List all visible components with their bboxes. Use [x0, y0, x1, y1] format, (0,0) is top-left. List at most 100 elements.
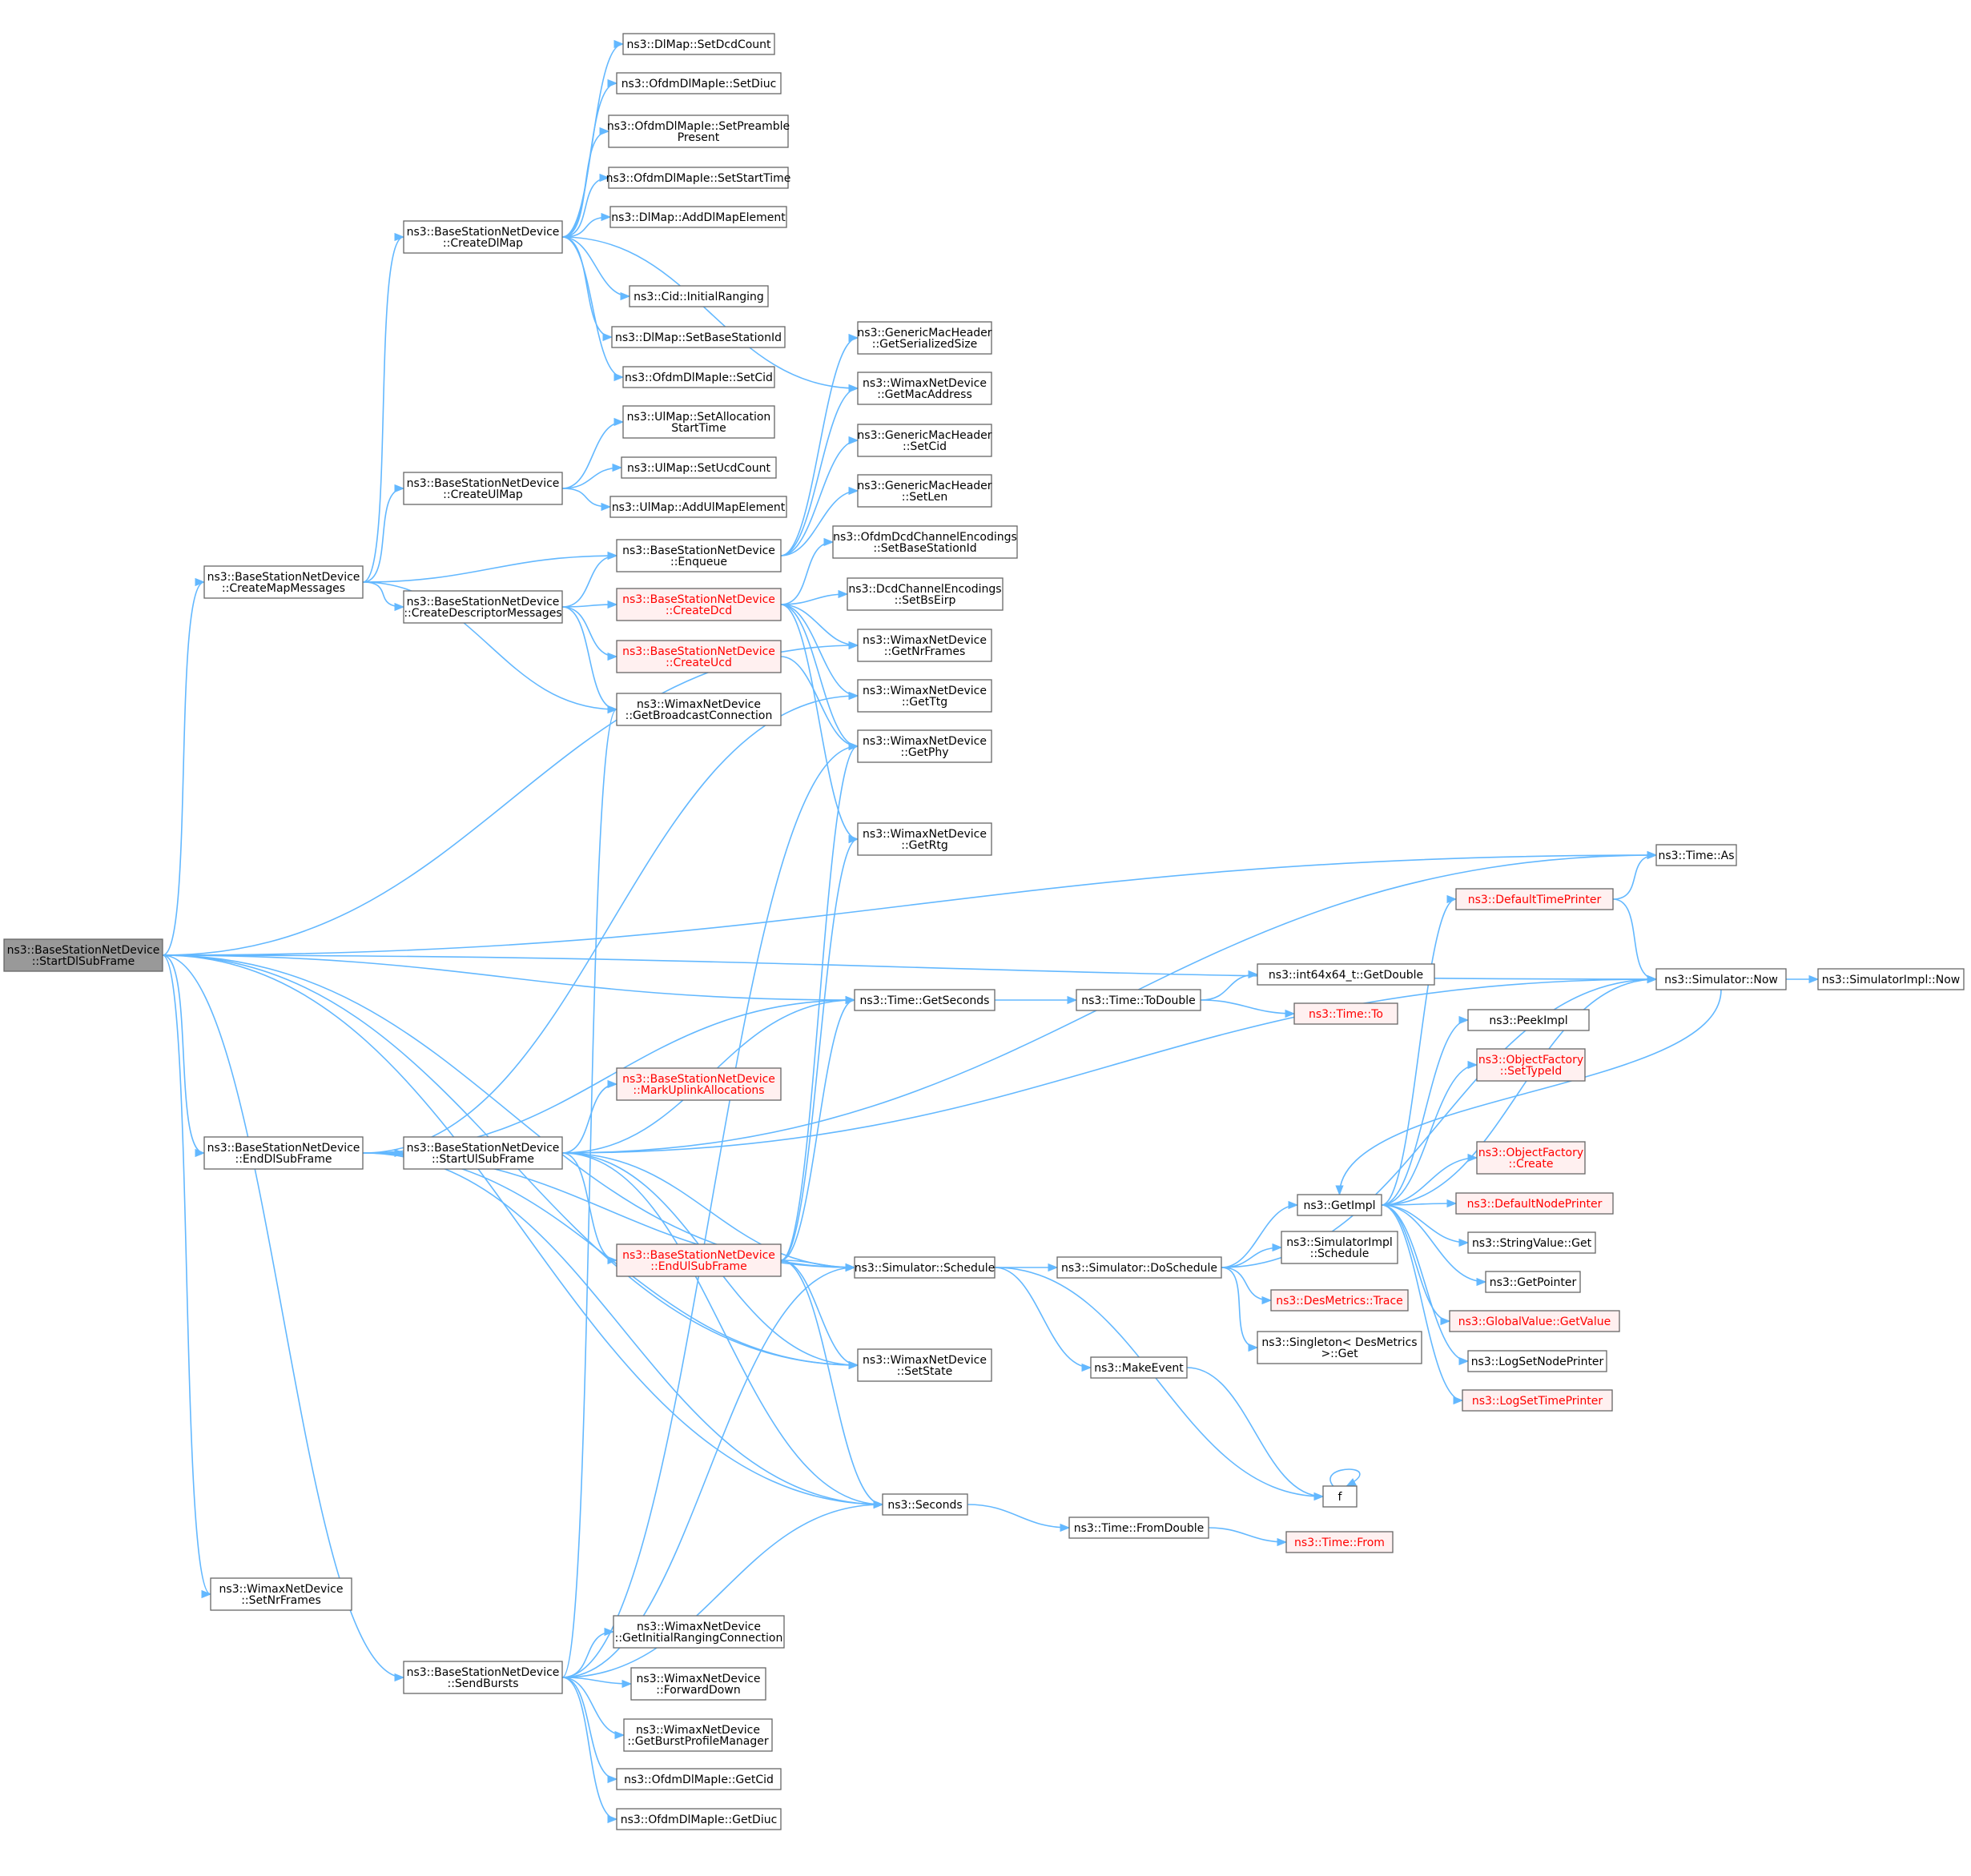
node-default-node-printer[interactable]: ns3::DefaultNodePrinter [1455, 1192, 1614, 1215]
edge-doSchedule-to-desTrace [1221, 1267, 1273, 1305]
node-time-to[interactable]: ns3::Time::To [1293, 1002, 1398, 1025]
node-set-cid-hdr[interactable]: ns3::GenericMacHeader::SetCid [857, 424, 992, 457]
edge-endUl-to-seconds [780, 1259, 884, 1509]
node-enqueue[interactable]: ns3::BaseStationNetDevice::Enqueue [616, 539, 782, 572]
node-time-as[interactable]: ns3::Time::As [1655, 844, 1737, 866]
node-get-impl[interactable]: ns3::GetImpl [1297, 1194, 1382, 1216]
node-label: ns3::LogSetNodePrinter [1471, 1356, 1604, 1368]
node-box [1817, 968, 1965, 990]
edge-enqueue-to-getMac [780, 384, 859, 556]
node-string-value-get[interactable]: ns3::StringValue::Get [1467, 1231, 1596, 1254]
node-get-burst-profile[interactable]: ns3::WimaxNetDevice::GetBurstProfileMana… [623, 1718, 773, 1752]
node-impl-now[interactable]: ns3::SimulatorImpl::Now [1817, 968, 1965, 990]
node-get-ttg[interactable]: ns3::WimaxNetDevice::GetTtg [857, 679, 992, 713]
node-from-double[interactable]: ns3::Time::FromDouble [1068, 1516, 1209, 1539]
node-get-pointer[interactable]: ns3::GetPointer [1485, 1271, 1581, 1293]
node-create-ucd[interactable]: ns3::BaseStationNetDevice::CreateUcd [616, 640, 782, 673]
node-start-ul[interactable]: ns3::BaseStationNetDevice::StartUlSubFra… [403, 1136, 563, 1170]
node-label: ns3::WimaxNetDevice [637, 1673, 761, 1685]
node-global-get-value[interactable]: ns3::GlobalValue::GetValue [1449, 1310, 1620, 1332]
node-box [616, 588, 782, 621]
node-seconds[interactable]: ns3::Seconds [882, 1493, 968, 1516]
node-create-dl-map[interactable]: ns3::BaseStationNetDevice::CreateDlMap [403, 220, 563, 254]
edge-createMap-to-enqueue [362, 551, 618, 583]
node-box [857, 629, 992, 662]
node-root[interactable]: ns3::BaseStationNetDevice::StartDlSubFra… [3, 938, 163, 972]
node-get-seconds[interactable]: ns3::Time::GetSeconds [854, 989, 996, 1011]
node-label: ns3::GenericMacHeader [857, 480, 992, 492]
edge-seconds-to-fromDouble [967, 1504, 1071, 1533]
node-get-double-int[interactable]: ns3::int64x64_t::GetDouble [1257, 963, 1435, 986]
node-get-init-ranging[interactable]: ns3::WimaxNetDevice::GetInitialRangingCo… [613, 1615, 785, 1649]
node-label: ::MarkUplinkAllocations [633, 1084, 764, 1097]
node-default-time-printer[interactable]: ns3::DefaultTimePrinter [1455, 888, 1614, 910]
node-impl-schedule[interactable]: ns3::SimulatorImpl::Schedule [1281, 1231, 1398, 1264]
node-label: >::Get [1321, 1348, 1358, 1360]
node-initial-ranging[interactable]: ns3::Cid::InitialRanging [629, 285, 769, 307]
node-set-dcd-count[interactable]: ns3::DlMap::SetDcdCount [622, 33, 775, 55]
node-send-bursts[interactable]: ns3::BaseStationNetDevice::SendBursts [403, 1661, 563, 1694]
node-to-double[interactable]: ns3::Time::ToDouble [1076, 989, 1201, 1011]
node-get-cid-ie[interactable]: ns3::OfdmDlMapIe::GetCid [616, 1768, 782, 1790]
node-set-ucd-count[interactable]: ns3::UlMap::SetUcdCount [621, 456, 777, 479]
node-label: ns3::MakeEvent [1094, 1362, 1184, 1375]
node-forward-down[interactable]: ns3::WimaxNetDevice::ForwardDown [630, 1667, 766, 1701]
node-label: ns3::PeekImpl [1489, 1014, 1567, 1027]
node-set-nr-frames[interactable]: ns3::WimaxNetDevice::SetNrFrames [210, 1577, 352, 1611]
node-box [611, 326, 786, 348]
edge-root-to-timeAs [162, 850, 1658, 956]
node-log-set-node-printer[interactable]: ns3::LogSetNodePrinter [1467, 1350, 1607, 1372]
node-end-ul[interactable]: ns3::BaseStationNetDevice::EndUlSubFrame [616, 1243, 782, 1277]
node-get-nr-frames[interactable]: ns3::WimaxNetDevice::GetNrFrames [857, 629, 992, 662]
node-set-state[interactable]: ns3::WimaxNetDevice::SetState [857, 1348, 992, 1382]
node-dcd-set-bs-eirp[interactable]: ns3::DcdChannelEncodings::SetBsEirp [847, 577, 1004, 611]
node-label: ns3::BaseStationNetDevice [407, 1666, 560, 1679]
edge-startUl-to-markUplink [561, 1079, 618, 1154]
node-set-diuc[interactable]: ns3::OfdmDlMapIe::SetDiuc [616, 72, 782, 94]
edge-createDlMap-to-getMac [561, 236, 859, 393]
node-log-set-time-printer[interactable]: ns3::LogSetTimePrinter [1462, 1389, 1613, 1412]
node-schedule[interactable]: ns3::Simulator::Schedule [854, 1256, 996, 1279]
node-now[interactable]: ns3::Simulator::Now [1655, 968, 1787, 990]
node-make-event[interactable]: ns3::MakeEvent [1090, 1356, 1188, 1379]
node-get-broadcast[interactable]: ns3::WimaxNetDevice::GetBroadcastConnect… [616, 693, 782, 726]
node-label: ns3::ObjectFactory [1478, 1147, 1583, 1159]
node-set-cid-dl[interactable]: ns3::OfdmDlMapIe::SetCid [622, 366, 775, 388]
node-set-type-id[interactable]: ns3::ObjectFactory::SetTypeId [1476, 1048, 1586, 1082]
node-box [847, 577, 1004, 611]
node-des-trace[interactable]: ns3::DesMetrics::Trace [1270, 1289, 1409, 1312]
node-f[interactable]: f [1322, 1485, 1358, 1508]
node-ofdm-dcd-set-bs[interactable]: ns3::OfdmDcdChannelEncodings::SetBaseSta… [832, 525, 1018, 559]
node-get-phy[interactable]: ns3::WimaxNetDevice::GetPhy [857, 729, 992, 763]
node-get-rtg[interactable]: ns3::WimaxNetDevice::GetRtg [857, 822, 992, 856]
node-set-start-time[interactable]: ns3::OfdmDlMapIe::SetStartTime [606, 167, 791, 189]
node-get-diuc-ie[interactable]: ns3::OfdmDlMapIe::GetDiuc [616, 1808, 782, 1830]
node-box [1068, 1516, 1209, 1539]
node-box [203, 1136, 364, 1170]
node-get-serialized[interactable]: ns3::GenericMacHeader::GetSerializedSize [857, 321, 992, 355]
node-end-dl[interactable]: ns3::BaseStationNetDevice::EndDlSubFrame [203, 1136, 364, 1170]
edge-sendBursts-to-getInitRanging [561, 1627, 615, 1678]
node-create-desc[interactable]: ns3::BaseStationNetDevice::CreateDescrip… [403, 590, 563, 624]
node-peek-impl[interactable]: ns3::PeekImpl [1467, 1009, 1590, 1031]
edge-createDesc-to-createUcd [561, 606, 618, 661]
node-do-schedule[interactable]: ns3::Simulator::DoSchedule [1056, 1256, 1222, 1279]
node-mark-uplink[interactable]: ns3::BaseStationNetDevice::MarkUplinkAll… [616, 1067, 782, 1101]
node-create-map[interactable]: ns3::BaseStationNetDevice::CreateMapMess… [203, 565, 364, 599]
node-box [1485, 1271, 1581, 1293]
node-set-len[interactable]: ns3::GenericMacHeader::SetLen [857, 474, 992, 508]
edge-schedule-to-f [994, 1267, 1325, 1501]
node-get-mac[interactable]: ns3::WimaxNetDevice::GetMacAddress [857, 372, 992, 405]
node-add-ul-map[interactable]: ns3::UlMap::AddUlMapElement [609, 496, 787, 518]
edge-createUlMap-to-setAllocStart [561, 417, 625, 489]
node-singleton-get[interactable]: ns3::Singleton< DesMetrics>::Get [1257, 1331, 1422, 1364]
node-time-from[interactable]: ns3::Time::From [1285, 1531, 1394, 1553]
node-create-ul-map[interactable]: ns3::BaseStationNetDevice::CreateUlMap [403, 472, 563, 505]
node-of-create[interactable]: ns3::ObjectFactory::Create [1476, 1141, 1586, 1175]
node-set-base-station-id[interactable]: ns3::DlMap::SetBaseStationId [611, 326, 786, 348]
node-label: ::SetBsEirp [895, 594, 956, 607]
node-add-dl-map[interactable]: ns3::DlMap::AddDlMapElement [609, 206, 787, 228]
node-create-dcd[interactable]: ns3::BaseStationNetDevice::CreateDcd [616, 588, 782, 621]
